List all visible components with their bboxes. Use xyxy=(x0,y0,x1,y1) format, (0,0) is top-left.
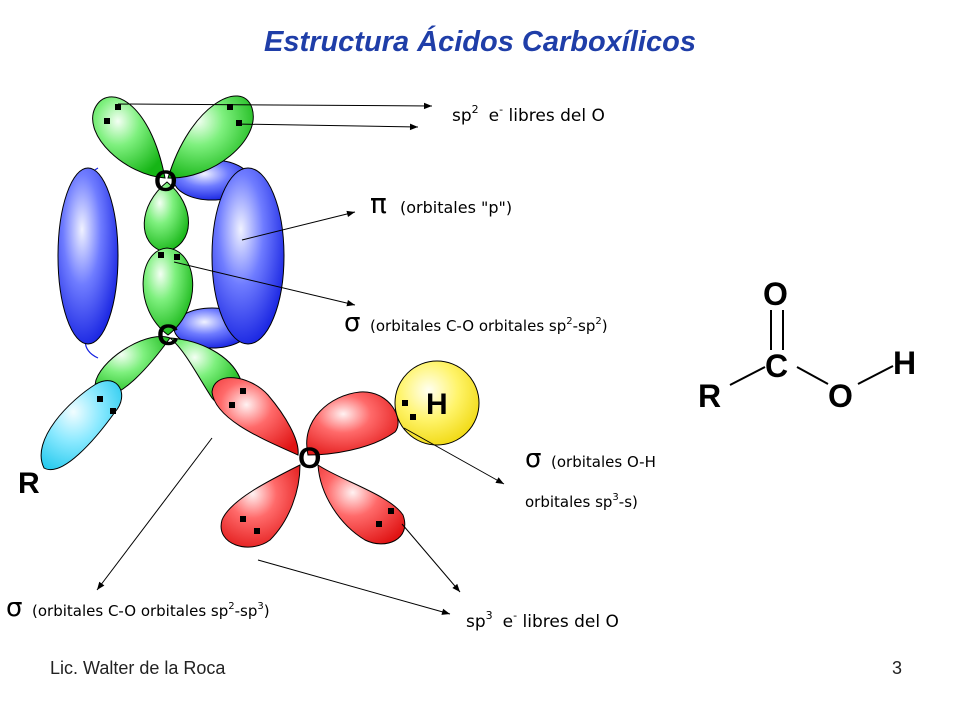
formula-c: C xyxy=(765,348,788,384)
hydroxyl-oxygen-orbitals xyxy=(220,360,480,548)
label-sigma-co: (orbitales C-O orbitales sp2-sp2) xyxy=(370,316,608,335)
sigma-symbol-co: σ xyxy=(344,308,360,338)
carbon-bonds xyxy=(40,336,299,471)
sigma-symbol-co2: σ xyxy=(6,593,22,623)
footer-author: Lic. Walter de la Roca xyxy=(50,658,226,678)
sigma-symbol-oh: σ xyxy=(525,444,541,474)
atom-o-bottom: O xyxy=(298,442,321,475)
formula-h: H xyxy=(893,345,916,381)
footer-page-number: 3 xyxy=(891,658,902,678)
label-sigma-oh-line1: (orbitales O-H xyxy=(551,453,656,471)
arrow-sp2-1 xyxy=(117,102,433,110)
formula-o: O xyxy=(828,378,853,414)
arrow-pi xyxy=(241,210,356,241)
arrow-sigma-co xyxy=(173,261,356,307)
arrow-sp3-2 xyxy=(401,523,461,593)
arrow-sigma-co2 xyxy=(96,437,213,591)
label-sigma-co2: (orbitales C-O orbitales sp2-sp3) xyxy=(32,601,270,620)
pi-orbitals xyxy=(57,167,285,345)
pi-symbol: π xyxy=(370,187,387,220)
p-lobe-left xyxy=(57,167,119,345)
sp2-lobe-right xyxy=(167,95,254,179)
o-h-lobe xyxy=(306,391,399,456)
sigma-co-orbitals xyxy=(142,181,194,336)
oxygen-top-lone-pair-orbitals xyxy=(92,95,254,179)
atom-h: H xyxy=(426,388,448,421)
sp3-lobe-left xyxy=(220,464,301,548)
r-orbital xyxy=(40,380,123,471)
label-pi: (orbitales "p") xyxy=(400,198,512,217)
p-lobe-right xyxy=(211,167,285,345)
sp3-lobe-right xyxy=(317,464,406,545)
atom-o-top: O xyxy=(154,165,177,198)
label-sigma-oh-line2: orbitales sp3-s) xyxy=(525,492,638,511)
arrow-sp3-1 xyxy=(257,559,451,615)
c-o-lobe-red xyxy=(211,377,299,456)
hydrogen-orbital xyxy=(394,360,480,446)
atom-r: R xyxy=(18,467,40,500)
lone-pair-dots xyxy=(97,104,416,534)
sp2-lobe-left xyxy=(92,96,166,179)
formula-r: R xyxy=(698,378,721,414)
structural-formula: O C R O H xyxy=(698,276,916,414)
formula-o-top: O xyxy=(763,276,788,312)
atom-c: C xyxy=(157,319,179,352)
arrows xyxy=(96,102,505,615)
slide-title: Estructura Ácidos Carboxílicos xyxy=(264,26,696,58)
sigma-lobe-c xyxy=(142,247,194,336)
arrow-sigma-oh xyxy=(403,427,505,485)
arrow-sp2-2 xyxy=(235,123,419,131)
